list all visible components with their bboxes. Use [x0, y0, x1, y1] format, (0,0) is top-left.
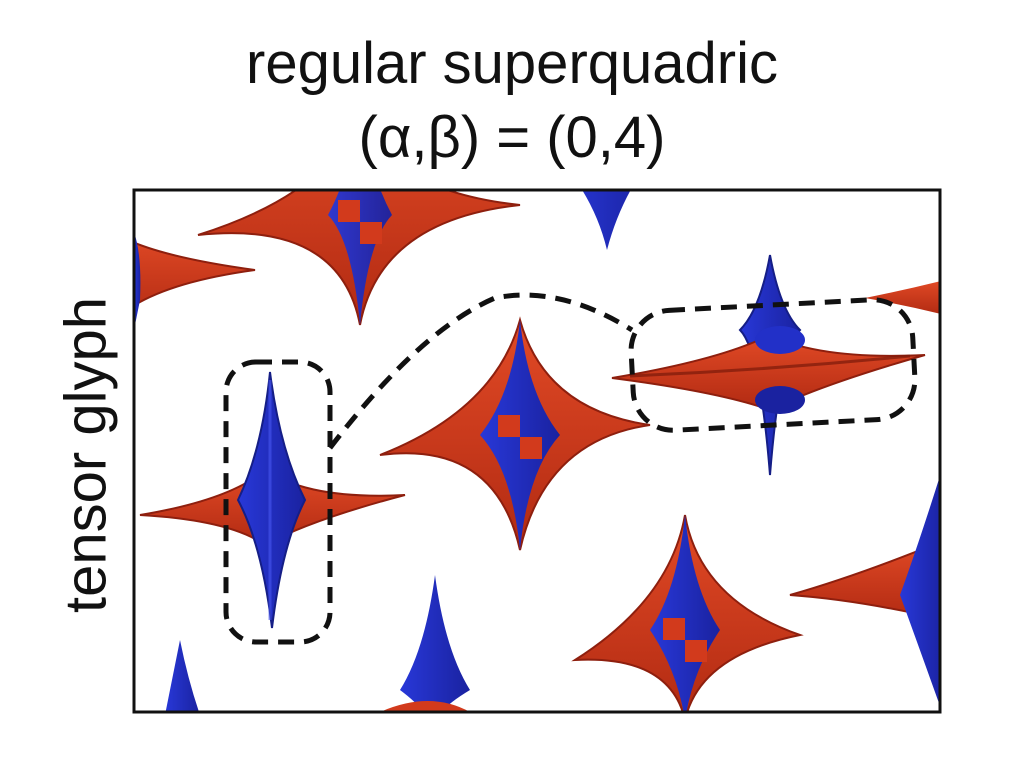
- highlight-connector: [328, 292, 634, 450]
- figure-subtitle: (α,β) = (0,4): [358, 105, 666, 170]
- top-middle-glyph: [582, 190, 631, 250]
- left-vertical-glyph: [139, 371, 406, 629]
- bottom-center-glyph: [571, 514, 804, 712]
- panel-frame: [132, 188, 942, 714]
- right-edge-top-glyph: [865, 281, 940, 314]
- right-horizontal-glyph: [611, 254, 926, 476]
- top-center-glyph: [197, 190, 521, 326]
- left-edge-glyph: [134, 232, 256, 330]
- figure-title: regular superquadric: [246, 31, 778, 96]
- center-glyph: [379, 316, 651, 551]
- bottom-right-glyph: [789, 475, 940, 707]
- highlight-box-horizontal: [628, 297, 918, 433]
- bottom-left-glyph: [165, 575, 470, 712]
- highlight-box-vertical: [223, 359, 333, 645]
